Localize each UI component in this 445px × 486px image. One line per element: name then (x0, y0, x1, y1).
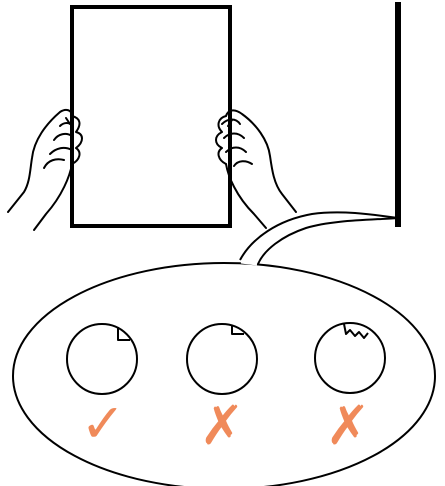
check-mark-icon: ✓ (80, 392, 125, 455)
paper-sheet (72, 7, 230, 226)
cross-mark-icon: ✗ (325, 394, 370, 457)
cross-mark-icon: ✗ (199, 394, 244, 457)
example-incorrect-1 (187, 324, 257, 394)
callout-tail (240, 212, 398, 264)
callout-tail-join (241, 262, 257, 264)
edge-sample-circle (67, 324, 137, 394)
example-correct (67, 324, 137, 394)
edge-sample-circle (315, 323, 385, 393)
example-incorrect-2 (315, 323, 385, 393)
edge-sample-circle (187, 324, 257, 394)
